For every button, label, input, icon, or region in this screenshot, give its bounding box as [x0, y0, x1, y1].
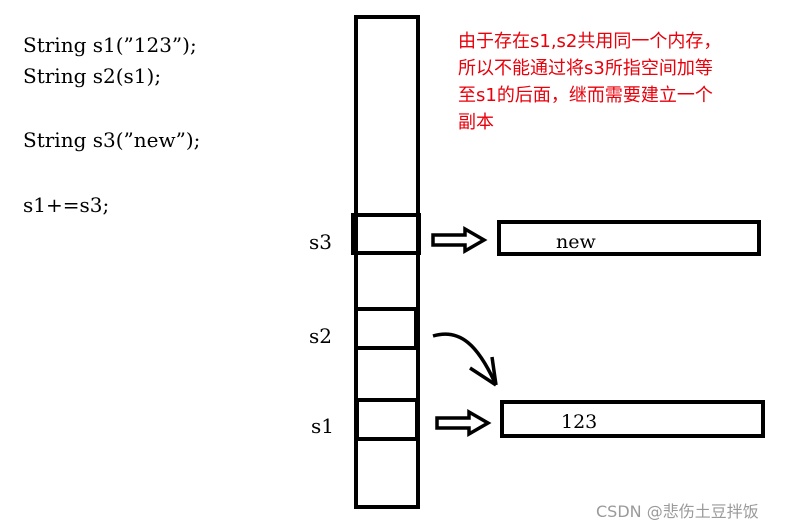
- note-line-4: 副本: [458, 112, 494, 133]
- s1-arrow-icon: [435, 408, 492, 438]
- memory-column: [354, 15, 420, 509]
- s3-arrow-icon: [431, 225, 488, 255]
- s2-label: s2: [309, 324, 332, 348]
- code-line-1: String s1(”123”);: [23, 33, 197, 57]
- new-value-box: [497, 220, 761, 256]
- code-line-2: String s2(s1);: [23, 64, 162, 88]
- note-line-2: 所以不能通过将s3所指空间加等: [458, 58, 713, 79]
- s3-slot: [351, 213, 421, 255]
- note-line-3: 至s1的后面，继而需要建立一个: [458, 85, 713, 106]
- 123-value-box: [500, 400, 765, 438]
- s2-slot: [354, 307, 418, 350]
- code-line-4: s1+=s3;: [23, 193, 110, 217]
- watermark: CSDN @悲伤土豆拌饭: [596, 502, 759, 521]
- s1-slot: [355, 398, 419, 441]
- s3-value-text: new: [556, 231, 596, 253]
- s2-curved-arrow-icon: [432, 332, 498, 387]
- code-line-3: String s3(”new”);: [23, 128, 201, 152]
- s1-value-text: 123: [561, 411, 598, 433]
- s1-label: s1: [311, 414, 334, 438]
- s3-label: s3: [309, 230, 332, 254]
- note-line-1: 由于存在s1,s2共用同一个内存，: [458, 31, 722, 52]
